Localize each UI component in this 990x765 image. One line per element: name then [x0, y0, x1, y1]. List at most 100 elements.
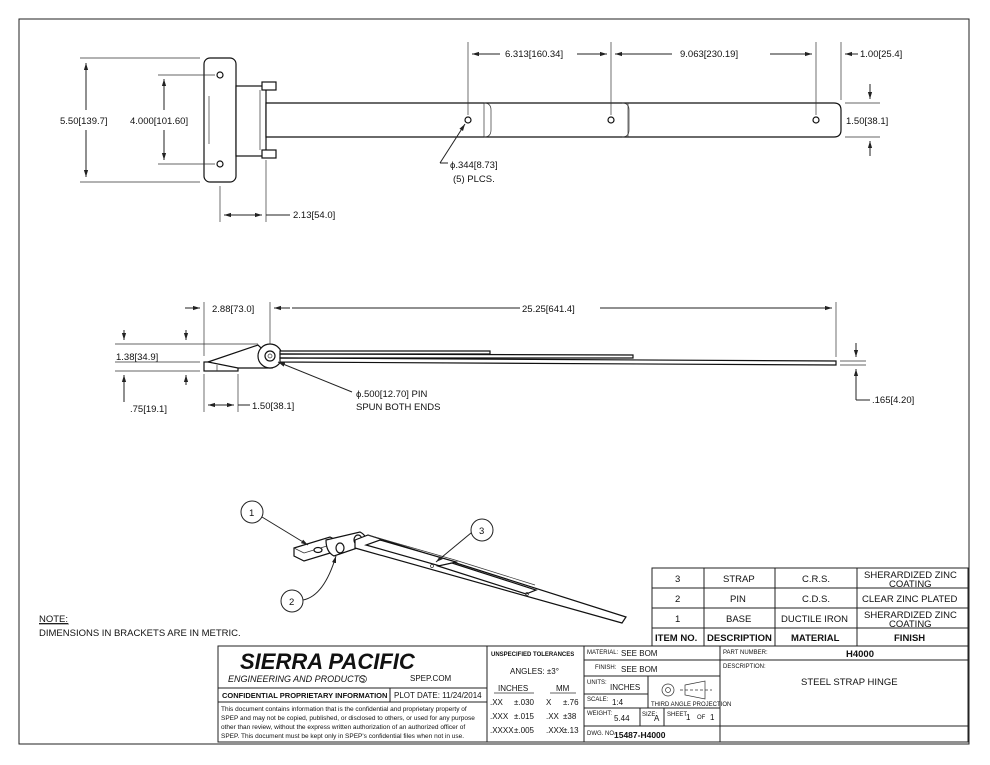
- balloon-2: [280, 589, 304, 613]
- dim-pitch-1: 6.313[160.34]: [505, 49, 563, 60]
- tol-mm-fmt-3: .XXX: [546, 726, 565, 735]
- knuckle: [235, 85, 267, 157]
- part-number-label: PART NUMBER:: [723, 650, 768, 656]
- bom-row-2-item: 2: [675, 594, 680, 605]
- dim-strap-width: 1.50[38.1]: [846, 116, 888, 127]
- bom-row-1-item: 1: [675, 614, 680, 625]
- tol-mm-val-2: ±38: [563, 712, 577, 721]
- sheet-label: SHEET: [667, 712, 687, 718]
- bom-row-3-finish-1: SHERARDIZED ZINC: [864, 570, 957, 581]
- weight-label: WEIGHT:: [587, 711, 612, 717]
- tolerances-angles: ANGLES: ±3°: [510, 667, 559, 676]
- tol-in-fmt-1: .XX: [490, 698, 504, 707]
- dim-strap-length: 25.25[641.4]: [522, 304, 575, 315]
- bom-row-3-desc: STRAP: [723, 574, 755, 585]
- dim-pin-to-base: 2.88[73.0]: [212, 304, 254, 315]
- tolerances-mm-label: MM: [556, 684, 570, 693]
- material-value: SEE BOM: [621, 649, 658, 658]
- plot-date: PLOT DATE: 11/24/2014: [394, 691, 482, 700]
- confidential-line-2: SPEP and may not be copied, published, o…: [221, 715, 475, 722]
- balloon-3: [470, 518, 494, 542]
- tol-in-fmt-3: .XXXX: [490, 726, 514, 735]
- pin-note: SPUN BOTH ENDS: [356, 402, 440, 413]
- confidential-line-1: This document contains information that …: [221, 706, 467, 713]
- bom-row-2-finish-1: CLEAR ZINC PLATED: [862, 594, 958, 605]
- hole-callout: ϕ.344[8.73]: [450, 160, 498, 171]
- pin-callout: ϕ.500[12.70] PIN: [356, 389, 427, 400]
- bom-row-1-finish-2: COATING: [889, 619, 932, 630]
- balloon-2-label: 2: [289, 597, 294, 608]
- projection-label: THIRD ANGLE PROJECTION: [651, 702, 731, 708]
- side-strap: [279, 357, 837, 366]
- sheet-total: 1: [710, 713, 715, 722]
- dim-pitch-2: 9.063[230.19]: [680, 49, 738, 60]
- registered-icon: [359, 675, 367, 683]
- tolerances-inches-label: INCHES: [498, 684, 528, 693]
- confidential-line-4: SPEP. This document must be kept only in…: [221, 733, 464, 740]
- bom-header-item: ITEM NO.: [655, 633, 697, 644]
- dim-base-thk: .75[19.1]: [130, 404, 167, 415]
- strap-hole-3: [812, 116, 820, 124]
- description-label: DESCRIPTION:: [723, 664, 766, 670]
- dim-hole-spacing: 4.000[101.60]: [130, 116, 188, 127]
- dim-end: 1.00[25.4]: [860, 49, 902, 60]
- top-view: 5.50[139.7] 4.000[101.60] 6.313[160.34] …: [60, 42, 902, 222]
- bom-row-3-material: C.R.S.: [802, 574, 830, 585]
- company-logo: SIERRA PACIFIC: [240, 649, 416, 674]
- material-label: MATERIAL:: [587, 650, 619, 656]
- sheet-border: [18, 18, 970, 745]
- note-heading: NOTE:: [39, 614, 68, 625]
- units-label: UNITS:: [587, 680, 607, 686]
- bom-header-finish: FINISH: [894, 633, 925, 644]
- size-value: A: [654, 714, 660, 723]
- scale-label: SCALE:: [587, 697, 609, 703]
- hole-count: (5) PLCS.: [453, 174, 495, 185]
- dim-height: 1.38[34.9]: [116, 352, 158, 363]
- title-block: SIERRA PACIFIC ENGINEERING AND PRODUCTS …: [217, 645, 969, 743]
- sheet-number: 1: [686, 713, 691, 722]
- tolerances-heading: UNSPECIFIED TOLERANCES: [491, 652, 574, 658]
- bom-header-material: MATERIAL: [791, 633, 840, 644]
- finish-value: SEE BOM: [621, 665, 658, 674]
- part-number-value: H4000: [846, 649, 874, 660]
- sheet-of: OF: [697, 715, 706, 721]
- confidential-label: CONFIDENTIAL PROPRIETARY INFORMATION: [222, 691, 387, 700]
- bom-row-3-finish-2: COATING: [889, 579, 932, 590]
- finish-label: FINISH:: [595, 665, 617, 671]
- tol-mm-val-3: ±.13: [563, 726, 579, 735]
- dim-overall-height: 5.50[139.7]: [60, 116, 108, 127]
- tol-in-fmt-2: .XXX: [490, 712, 509, 721]
- company-website: SPEP.COM: [410, 674, 452, 683]
- tol-in-val-1: ±.030: [514, 698, 535, 707]
- bom-row-2-material: C.D.S.: [802, 594, 830, 605]
- units-value: INCHES: [610, 683, 640, 692]
- bom-table: 3 STRAP C.R.S. SHERARDIZED ZINC COATING …: [651, 567, 969, 647]
- company-subtitle: ENGINEERING AND PRODUCTS: [228, 674, 365, 684]
- strap-top: [265, 102, 842, 138]
- scale-value: 1:4: [612, 698, 624, 707]
- tol-mm-val-1: ±.76: [563, 698, 579, 707]
- dwg-label: DWG. NO.: [587, 731, 616, 737]
- balloon-3-label: 3: [479, 526, 484, 537]
- side-view: 2.88[73.0] 25.25[641.4] 1.38[34.9] .75[1…: [115, 302, 914, 415]
- balloon-1-label: 1: [249, 508, 254, 519]
- weight-value: 5.44: [614, 714, 630, 723]
- strap-hole-1: [464, 116, 472, 124]
- bom-row-1-desc: BASE: [726, 614, 751, 625]
- tol-in-val-3: ±.005: [514, 726, 535, 735]
- note-text: DIMENSIONS IN BRACKETS ARE IN METRIC.: [39, 628, 241, 639]
- strap-hole-2: [607, 116, 615, 124]
- tol-mm-fmt-2: .XX: [546, 712, 560, 721]
- dim-base-offset: 2.13[54.0]: [293, 210, 335, 221]
- size-label: SIZE:: [642, 712, 657, 718]
- bom-row-2-desc: PIN: [730, 594, 746, 605]
- iso-view: 1 2 3: [240, 500, 627, 624]
- bom-row-1-material: DUCTILE IRON: [781, 614, 848, 625]
- tol-mm-fmt-1: X: [546, 698, 552, 707]
- side-pin: [264, 350, 276, 362]
- bom-header-desc: DESCRIPTION: [707, 633, 772, 644]
- balloon-1: [240, 500, 264, 524]
- bom-row-1-finish-1: SHERARDIZED ZINC: [864, 610, 957, 621]
- confidential-line-3: other than review, without the express w…: [221, 724, 465, 731]
